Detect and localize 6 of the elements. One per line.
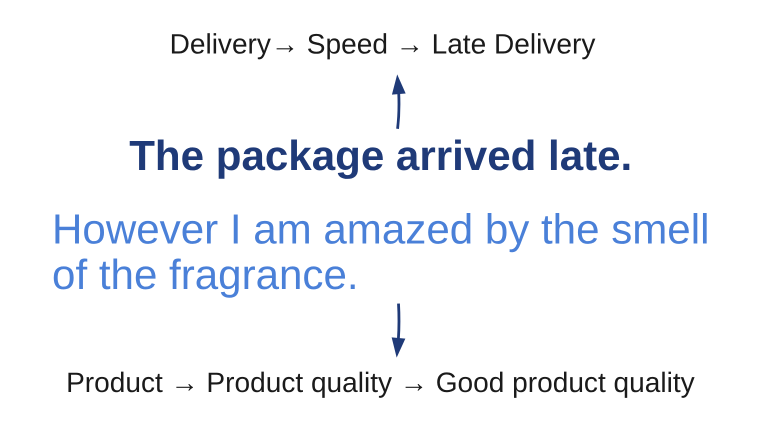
arrow: [391, 74, 406, 129]
node-text: The package arrived late.: [128, 132, 632, 179]
node-text: Delivery→ Speed → Late Delivery: [169, 28, 595, 60]
arrow: [391, 303, 405, 358]
node-text: Product → Product quality → Good product quality: [66, 366, 694, 398]
node-text: However I am amazed by the smell of the fragrance.: [52, 206, 709, 298]
